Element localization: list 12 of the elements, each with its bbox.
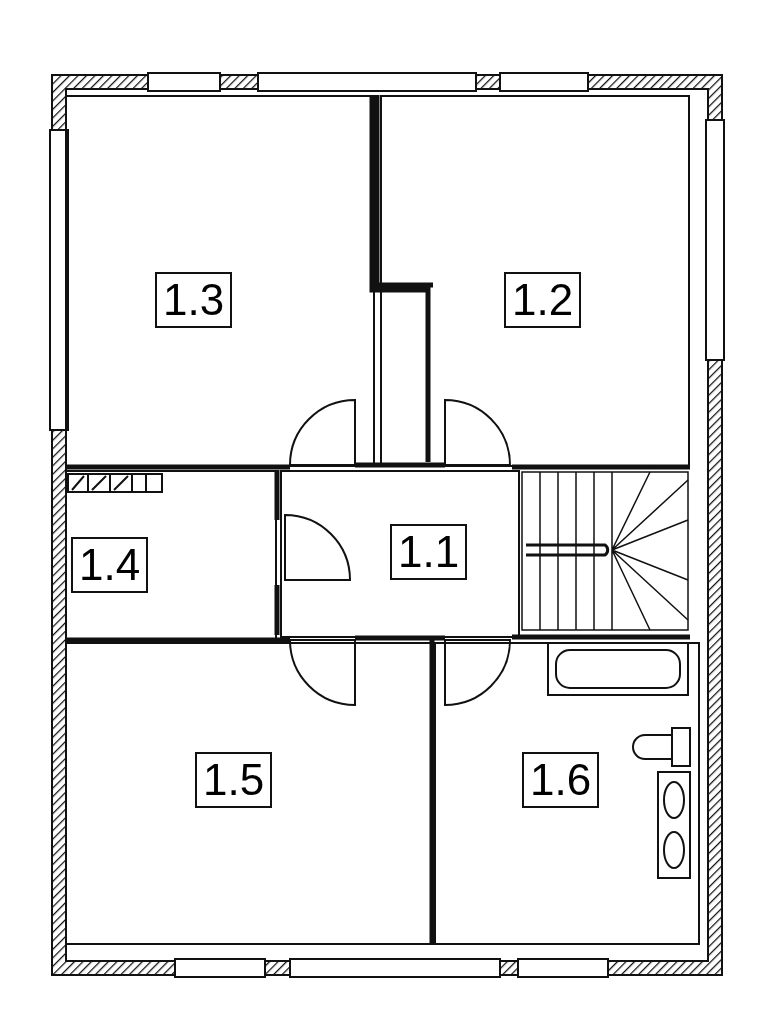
room-number: 1.5: [195, 752, 273, 808]
room: [65, 470, 277, 640]
room-number: 1.3: [155, 272, 233, 328]
room: [65, 642, 432, 945]
room-number: 1.2: [504, 272, 582, 328]
room: [434, 642, 700, 945]
room-number: 1.4: [71, 537, 149, 593]
room: [380, 95, 690, 467]
room-number: 1.1: [390, 524, 468, 580]
room: [280, 470, 520, 638]
room: [65, 95, 375, 467]
room-number: 1.6: [522, 752, 600, 808]
